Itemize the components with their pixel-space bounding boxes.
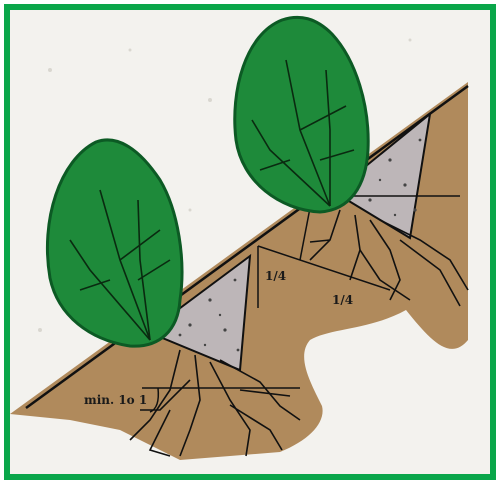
vertical-fraction-label: 1/4 bbox=[265, 269, 286, 283]
illustration-frame: min. 1o 1 1/4 1/4 bbox=[4, 4, 496, 480]
horizontal-fraction-label: 1/4 bbox=[332, 293, 353, 307]
shrub-icon-upper bbox=[235, 17, 368, 212]
slope-planting-diagram: min. 1o 1 1/4 1/4 bbox=[10, 10, 490, 474]
slope-ratio-label: min. 1o 1 bbox=[84, 393, 147, 407]
